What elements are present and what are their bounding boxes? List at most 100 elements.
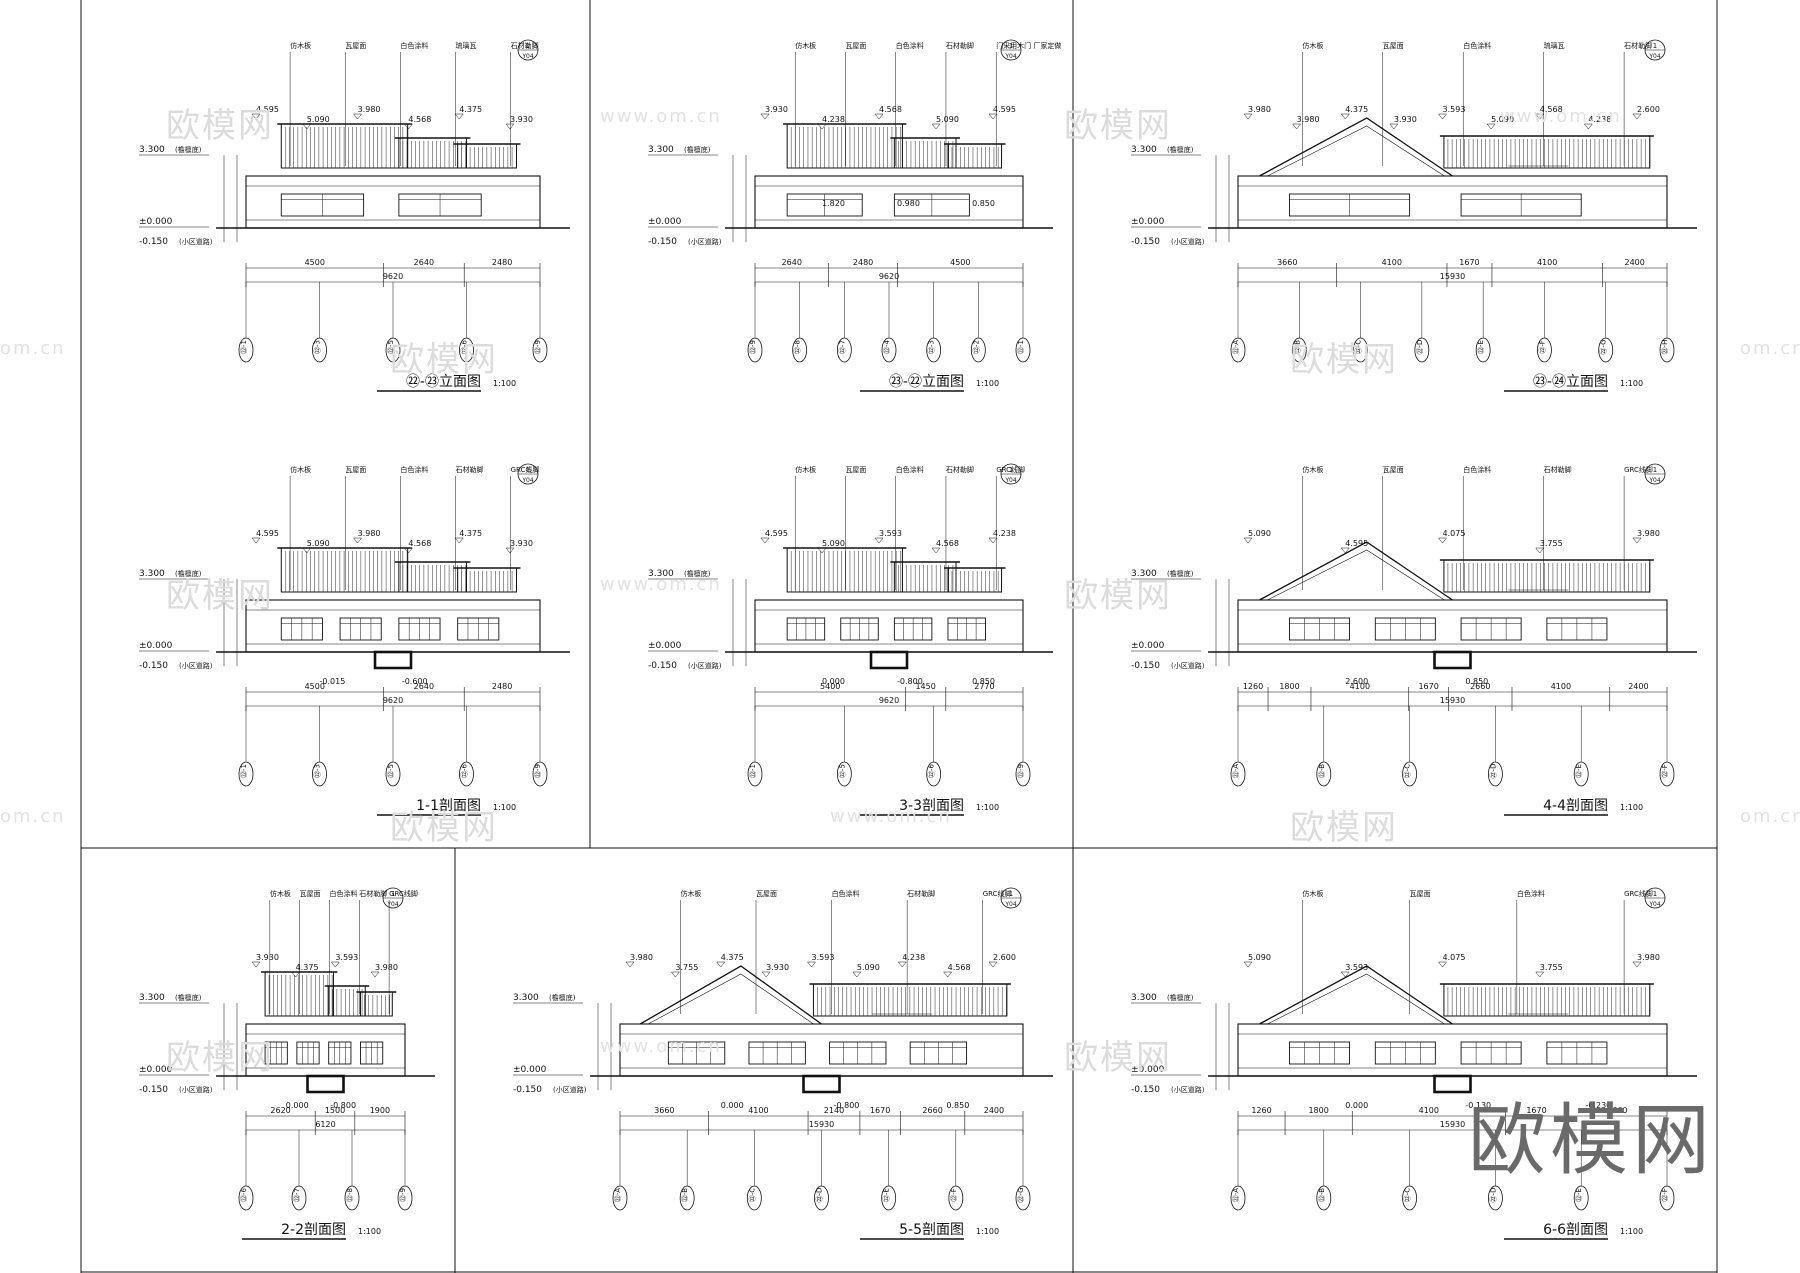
axis-bubble	[1659, 1185, 1675, 1211]
elevation-tag: 3.930	[510, 539, 533, 548]
elevation-triangle	[1340, 547, 1350, 554]
level-eave: 3.300	[1131, 569, 1157, 579]
callout-number: 1	[1653, 42, 1657, 50]
axis-bubble	[612, 1185, 628, 1211]
building-body	[245, 175, 541, 229]
axis-label: ㉒-7	[838, 340, 846, 354]
axis-label: ㉒-C	[1355, 340, 1363, 355]
dimension-value: 2640	[414, 258, 434, 267]
axis-bubble	[532, 761, 548, 787]
axis-label: ㉒-4	[883, 339, 891, 354]
elevation-tags: 3.9803.9804.3753.9303.5935.0904.5684.238…	[1243, 105, 1660, 130]
axis-label: ㉒-C	[1404, 764, 1412, 779]
dimension-value: 1800	[1279, 682, 1299, 691]
level-eave: 3.300	[139, 569, 165, 579]
axis-label: ㉒-B	[1318, 1188, 1326, 1202]
building-wall	[754, 175, 1024, 229]
leader-note-label: 瓦屋面	[845, 466, 866, 474]
dimension-value: 4500	[305, 682, 325, 691]
axis-bubble	[1598, 337, 1614, 363]
axis-bubble	[532, 337, 548, 363]
axis-label: ㉒-B	[1293, 340, 1301, 354]
watermark-url: www.om.cn	[830, 806, 952, 827]
leader-note-label: 石材勒脚	[511, 41, 539, 50]
dimension-total: 9620	[879, 696, 899, 705]
axis-label: ㉒-C	[1404, 1188, 1412, 1203]
dimension-value: 2400	[1625, 258, 1645, 267]
callout-sheet: Y04	[521, 53, 533, 60]
axis-label: ㉒-A	[1232, 1188, 1240, 1202]
level-ground: ±0.000	[1131, 641, 1165, 651]
axis-label: ㉒-9	[534, 340, 542, 354]
axis-label: ㉒-F	[1538, 340, 1546, 354]
roof-group	[783, 123, 1006, 169]
axis-bubble	[312, 761, 327, 787]
section-cut-floor	[373, 650, 413, 670]
level-ground: ±0.000	[513, 1065, 547, 1075]
section-cut-floor	[1433, 1074, 1472, 1094]
axis-bubble	[926, 337, 942, 363]
axis-bubble	[747, 761, 763, 787]
axis-bubble	[1316, 1185, 1332, 1211]
elevation-tag: 4.375	[1345, 105, 1368, 114]
section-cut-floor	[1433, 650, 1472, 670]
elevation-triangle	[1535, 113, 1545, 120]
level-ground: ±0.000	[1131, 1065, 1165, 1075]
level-eave: 3.300	[513, 993, 539, 1003]
elevation-tag: 4.375	[721, 953, 744, 962]
title-scale: 1:100	[1620, 379, 1643, 388]
dimension-value: 4500	[950, 258, 970, 267]
leader-note-label: 瓦屋面	[345, 42, 366, 50]
elevation-triangle	[760, 113, 770, 120]
gable-roof	[1259, 965, 1453, 1025]
dimension-total: 9620	[383, 272, 403, 281]
elevation-tag: 4.595	[765, 529, 788, 538]
axis-bubble	[1488, 1185, 1503, 1211]
dimension-value: 2660	[1470, 682, 1490, 691]
axis-label: ㉒-A	[614, 1188, 622, 1202]
dimension-value: 1800	[1308, 1106, 1328, 1115]
dimension-value: 1450	[915, 682, 935, 691]
elevation-tag: 4.375	[459, 105, 482, 114]
leader-notes: 仿木板瓦屋面白色涂料琉璃瓦石材勒脚	[1302, 41, 1652, 166]
roof-group	[783, 547, 1006, 593]
dimension-value: 2480	[492, 258, 512, 267]
building-body	[245, 599, 541, 653]
axis-label: ㉒-D	[1489, 1188, 1497, 1203]
drawing-panel: 3.300(檐檩底)±0.000-0.150(小区道路)仿木板瓦屋面白色涂料石材…	[513, 887, 1053, 1240]
gable-roof-inner	[648, 973, 814, 1025]
axis-label: ㉒-6	[461, 763, 469, 778]
dimension-value: 2400	[984, 1106, 1004, 1115]
elevation-triangle	[988, 537, 998, 544]
title-scale: 1:100	[1620, 1227, 1643, 1236]
dimension-value: 4100	[1350, 682, 1370, 691]
elevation-triangle	[403, 547, 413, 554]
level-note: (檐檩底)	[684, 145, 711, 154]
elevation-triangle	[852, 971, 862, 978]
axis-bubble	[1475, 337, 1491, 363]
elevation-tag-extra: 0.850	[946, 1101, 969, 1110]
elevation-tag: 4.075	[1443, 953, 1466, 962]
elevation-tag-extra: 0.000	[822, 677, 845, 686]
elevation-tag: 4.568	[408, 539, 431, 548]
roof-group	[277, 547, 521, 593]
level-outdoor: -0.150	[1131, 661, 1160, 671]
level-note: (檐檩底)	[1167, 993, 1194, 1002]
leader-note-label: 白色涂料	[1517, 889, 1545, 898]
dimension-value: 2480	[853, 258, 873, 267]
level-outdoor: -0.150	[139, 237, 168, 247]
dimension-value: 1670	[1418, 682, 1438, 691]
axis-label: ㉒-8	[346, 1188, 354, 1202]
axis-bubble	[836, 337, 852, 363]
dimension-value: 3660	[654, 1106, 674, 1115]
elevation-tag: 3.930	[766, 963, 789, 972]
watermark-url: om.cn	[1740, 806, 1800, 827]
elevation-tag: 5.090	[1248, 529, 1271, 538]
dimension-value: 1260	[1251, 1106, 1271, 1115]
title-scale: 1:100	[493, 803, 516, 812]
level-note: (小区道路)	[1171, 237, 1205, 246]
